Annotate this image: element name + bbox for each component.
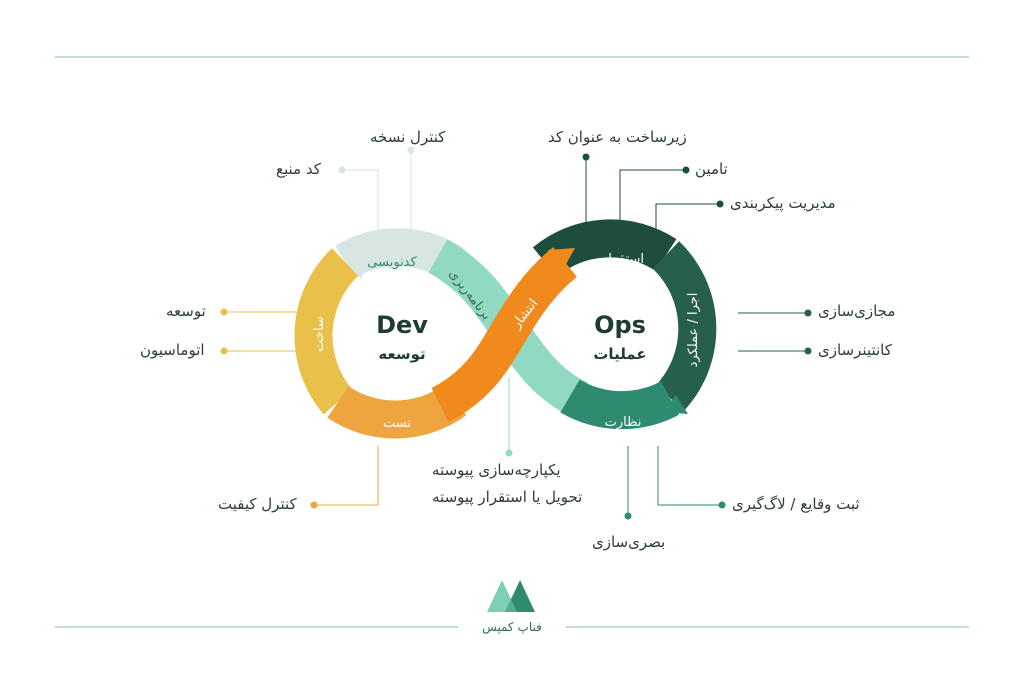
label-version-control: کنترل نسخه	[370, 128, 446, 146]
label-ci-line1: یکپارچه‌سازی پیوسته	[432, 461, 561, 479]
connector-quality-control	[314, 446, 379, 506]
connector-config	[655, 203, 720, 232]
label-logging: ثبت وقایع / لاگ‌گیری	[732, 495, 860, 513]
connector-logging	[657, 446, 722, 506]
label-virtualization: مجازی‌سازی	[818, 302, 896, 320]
segment-code-label: کدنویسی	[367, 255, 417, 270]
label-development: توسعه	[166, 302, 206, 320]
segment-operate-label: اجرا / عملکرد	[686, 293, 701, 368]
connector-source-code	[346, 169, 379, 232]
segment-release	[430, 247, 578, 422]
segment-test-label: تست	[383, 416, 411, 431]
label-ci-line2: تحویل یا استقرار پیوسته	[432, 488, 583, 506]
dev-subtitle: توسعه	[378, 345, 425, 363]
logo-text: فناپ کمپس	[482, 620, 542, 634]
label-automation: اتوماسیون	[140, 341, 205, 359]
release-arrow	[548, 248, 575, 275]
segment-build-label: ساخت	[312, 316, 327, 352]
label-iac: زیرساخت به عنوان کد	[548, 128, 687, 146]
segment-monitor	[560, 379, 679, 430]
segment-deploy-label: استقرار	[601, 252, 644, 267]
label-quality-control: کنترل کیفیت	[218, 495, 297, 513]
ops-subtitle: عملیات	[593, 345, 646, 363]
label-config-management: مدیریت پیکربندی	[730, 194, 836, 212]
ops-title: Ops	[594, 311, 646, 339]
connector-provisioning	[619, 169, 686, 232]
logo-icon	[487, 580, 535, 612]
code-arrow	[345, 246, 362, 280]
dev-title: Dev	[376, 311, 428, 339]
label-source-code: کد منبع	[276, 160, 321, 178]
label-provisioning: تامین	[695, 160, 728, 178]
monitor-arrow	[662, 395, 688, 414]
segment-operate	[652, 241, 717, 411]
segment-monitor-label: نظارت	[605, 415, 642, 430]
segment-build	[294, 248, 359, 415]
label-containerization: کانتینرسازی	[818, 341, 892, 359]
label-visualization: بصری‌سازی	[592, 533, 666, 551]
